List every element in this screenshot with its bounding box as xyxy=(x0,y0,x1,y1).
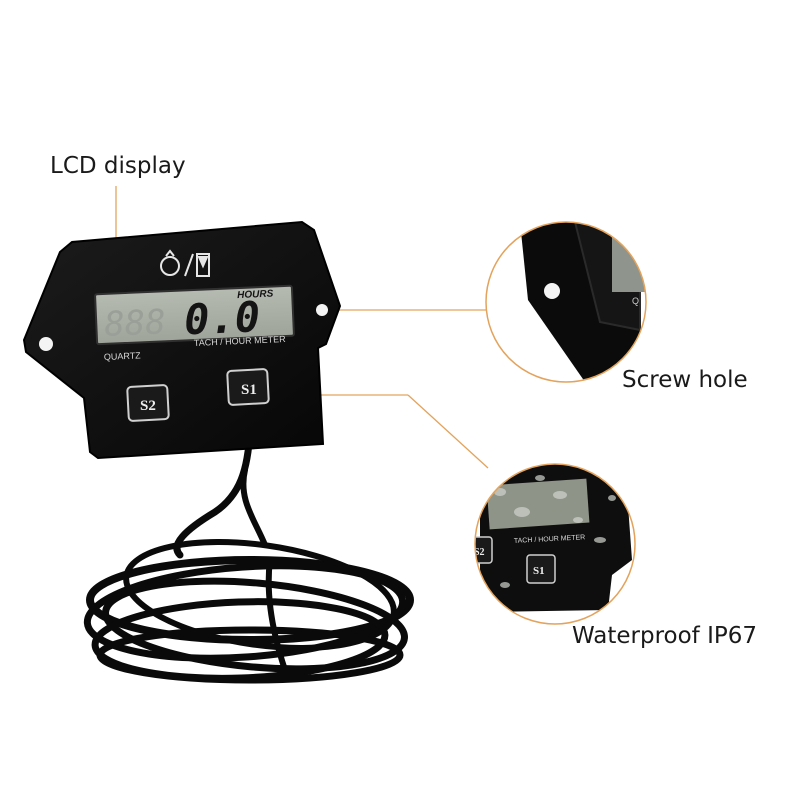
cable xyxy=(83,426,414,684)
svg-text:S2: S2 xyxy=(140,398,156,414)
lcd-unit: HOURS xyxy=(237,289,274,302)
waterproof-callout: Waterproof IP67 xyxy=(572,623,758,649)
s2-button: S2 xyxy=(126,384,170,422)
svg-text:S1: S1 xyxy=(241,382,257,398)
screw-hole-inset: Q xyxy=(485,221,647,383)
svg-text:S2: S2 xyxy=(474,547,485,558)
engine-hourglass-icon xyxy=(160,249,210,277)
left-screw-hole xyxy=(39,337,53,351)
inset-model-label: TACH / HOUR METER xyxy=(514,534,586,545)
model-label: TACH / HOUR METER xyxy=(194,334,287,348)
lcd-screen xyxy=(94,284,295,346)
ghost-digits: 888 xyxy=(103,302,166,345)
brand-label: QUARTZ xyxy=(104,350,142,362)
waterproof-inset: TACH / HOUR METER S2 S1 xyxy=(474,463,636,625)
hour-meter-device: 888 0.0 HOURS QUARTZ TACH / HOUR METER S… xyxy=(22,220,342,460)
inset-letter: Q xyxy=(632,296,639,306)
lcd-display-callout: LCD display xyxy=(50,153,186,179)
screw-hole-callout: Screw hole xyxy=(622,367,748,393)
s1-button: S1 xyxy=(226,368,270,406)
lcd-digits: 0.0 xyxy=(183,292,261,344)
svg-text:S1: S1 xyxy=(533,565,545,577)
right-screw-hole xyxy=(316,304,328,316)
